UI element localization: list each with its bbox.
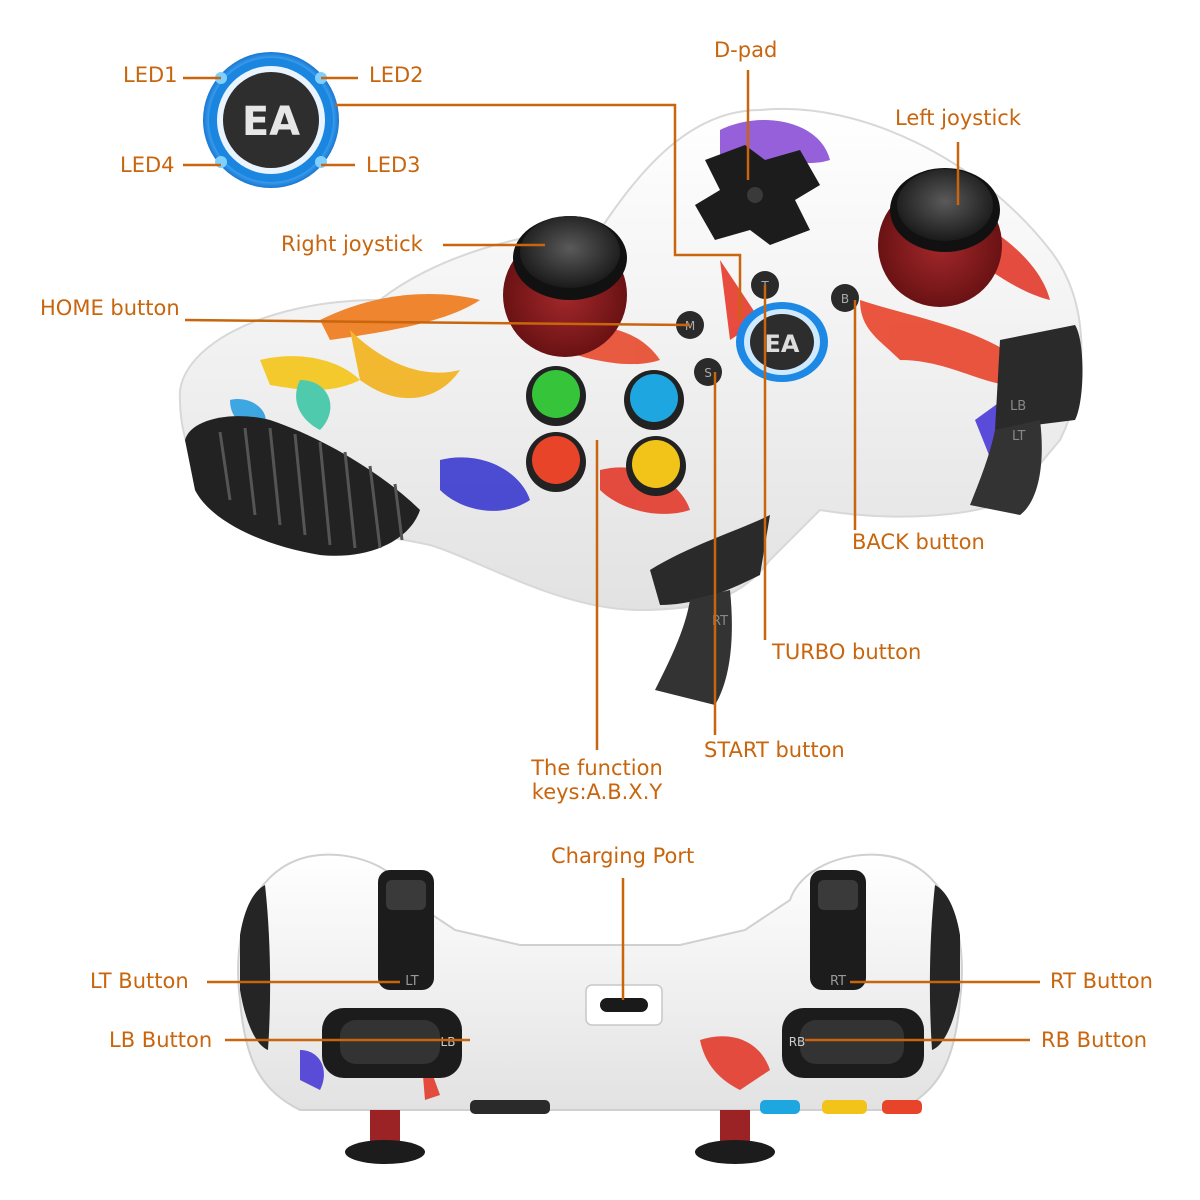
led3-label: LED3 xyxy=(366,153,421,177)
d-pad[interactable] xyxy=(695,145,820,245)
led-inset: EA xyxy=(203,52,339,188)
top-controller: LT RT LB RB xyxy=(237,853,963,1164)
back-button[interactable]: B xyxy=(831,284,859,312)
leader-lines-front xyxy=(183,70,960,750)
rb-bumper[interactable]: RB xyxy=(782,1008,924,1078)
rb-mark: RB xyxy=(789,1035,806,1049)
rt-trigger[interactable]: RT xyxy=(810,870,866,990)
right-joystick-label: Right joystick xyxy=(281,232,423,256)
m-button-letter: M xyxy=(685,319,695,333)
home-logo-icon: EA xyxy=(765,330,800,358)
back-button-letter: B xyxy=(841,292,849,306)
logo-icon: EA xyxy=(242,99,300,145)
start-button-letter: S xyxy=(704,366,712,380)
top-right-grip xyxy=(929,885,960,1050)
led1-label: LED1 xyxy=(123,63,178,87)
front-controller: LB LT RT EA xyxy=(178,107,1083,705)
led4-label: LED4 xyxy=(120,153,175,177)
leader-lines-top xyxy=(207,878,1040,1042)
lb-mark: LB xyxy=(441,1035,456,1049)
turbo-button-label: TURBO button xyxy=(772,640,922,664)
rb-button-label: RB Button xyxy=(1041,1028,1148,1052)
bottom-stick-stems xyxy=(345,1100,922,1164)
top-left-grip xyxy=(240,885,271,1050)
right-joystick[interactable] xyxy=(503,216,627,357)
back-button-label: BACK button xyxy=(852,530,985,554)
rt-mark: RT xyxy=(830,974,846,989)
rb-bumper-front xyxy=(650,515,770,605)
lb-button-label: LB Button xyxy=(109,1028,213,1052)
left-joystick-label: Left joystick xyxy=(895,106,1022,130)
lb-bumper[interactable]: LB xyxy=(322,1008,462,1078)
lb-bumper-front xyxy=(995,325,1083,430)
charging-port-label: Charging Port xyxy=(551,844,695,868)
lt-trigger[interactable]: LT xyxy=(378,870,434,990)
charging-port[interactable] xyxy=(585,984,663,1026)
rt-button-label: RT Button xyxy=(1050,969,1153,993)
home-button-label: HOME button xyxy=(40,296,180,320)
home-button[interactable]: EA xyxy=(736,302,828,382)
left-grip xyxy=(185,416,420,556)
lt-trigger-front xyxy=(970,420,1042,515)
led2-label: LED2 xyxy=(369,63,424,87)
left-joystick[interactable] xyxy=(878,168,1002,307)
lt-mark-front: LT xyxy=(1012,429,1025,444)
grip-ridges xyxy=(218,427,404,549)
lt-button-label: LT Button xyxy=(90,969,189,993)
function-keys-label-line2: keys:A.B.X.Y xyxy=(531,780,663,804)
rt-trigger-front xyxy=(655,590,732,705)
lt-mark: LT xyxy=(405,974,418,989)
lb-mark-front: LB xyxy=(1010,399,1026,414)
face-buttons xyxy=(526,366,686,496)
start-button-label: START button xyxy=(704,738,845,762)
function-keys-label-line1: The function xyxy=(531,756,663,780)
start-button[interactable]: S xyxy=(694,358,722,386)
d-pad-label: D-pad xyxy=(714,38,778,62)
function-keys-label: The function keys:A.B.X.Y xyxy=(517,756,677,804)
